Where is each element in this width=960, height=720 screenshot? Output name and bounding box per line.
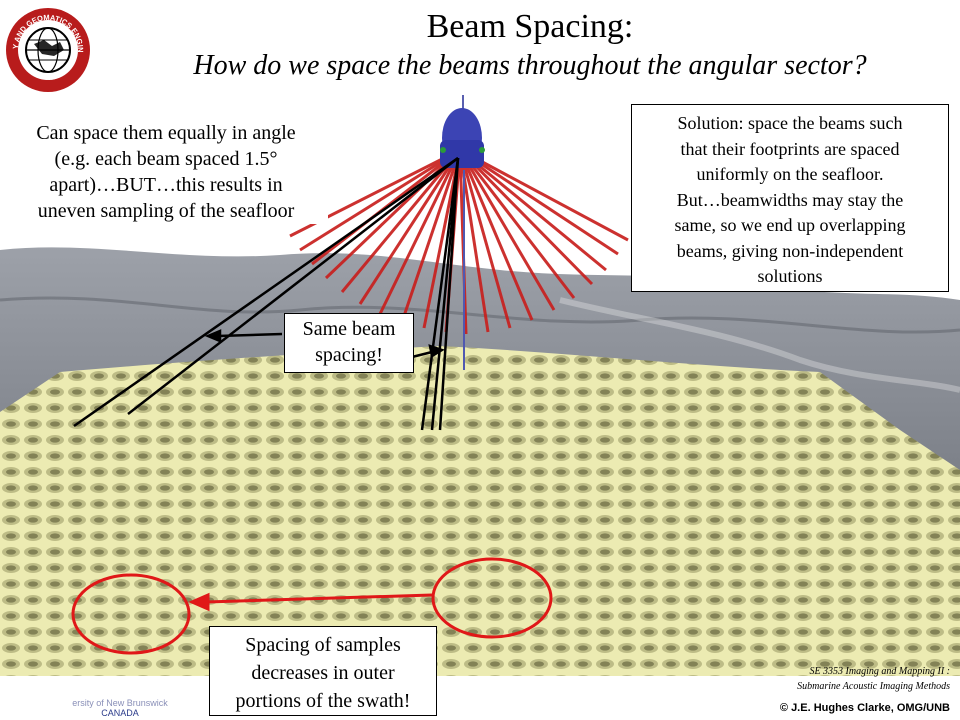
solution-line: solutions	[757, 266, 823, 286]
solution-line: beams, giving non-independent	[676, 240, 904, 261]
note-line: apart)…BUT…this results in	[49, 174, 283, 196]
solution-line: But…beamwidths may stay the	[676, 189, 904, 210]
logo-ring-bottom: UNB	[39, 72, 57, 82]
slide-subtitle: How do we space the beams throughout the…	[193, 50, 867, 81]
sample-spacing-line: portions of the swath!	[235, 690, 411, 712]
svg-text:UNB: UNB	[39, 72, 57, 82]
beam-ray-lines	[73, 156, 460, 431]
course-line: Submarine Acoustic Imaging Methods	[797, 681, 950, 692]
solution-line: uniformly on the seafloor.	[696, 164, 884, 184]
course-line: SE 3353 Imaging and Mapping II :	[809, 666, 950, 677]
seafloor-swath	[0, 346, 960, 676]
spacing-comparison-arrow	[188, 592, 433, 612]
same-beam-line: spacing!	[315, 344, 383, 366]
university-caption: ersity of New Brunswick CANADA	[60, 698, 180, 718]
equal-angle-note: Can space them equally in angle (e.g. ea…	[4, 120, 328, 224]
note-line: Can space them equally in angle	[36, 122, 296, 144]
sonar-transducer-icon	[440, 95, 485, 370]
solution-line: that their footprints are spaced	[680, 138, 900, 159]
solution-box: Solution: space the beams such that thei…	[631, 104, 949, 292]
terrain-ridge	[559, 297, 960, 393]
same-beam-line: Same beam	[302, 318, 396, 340]
university-country: CANADA	[101, 708, 139, 718]
inner-swath-ellipse	[431, 557, 553, 639]
sample-spacing-line: decreases in outer	[251, 662, 395, 684]
sample-spacing-box: Spacing of samples decreases in outer po…	[209, 626, 437, 716]
slide-title: Beam Spacing:	[426, 8, 634, 45]
sample-spacing-line: Spacing of samples	[245, 634, 401, 656]
note-line: uneven sampling of the seafloor	[37, 200, 295, 222]
course-credit: SE 3353 Imaging and Mapping II : Submari…	[710, 664, 950, 694]
solution-line: same, so we end up overlapping	[674, 215, 906, 235]
globe-seal-icon: GEODESY AND GEOMATICS ENGINEERING UNB	[4, 6, 90, 92]
university-name: ersity of New Brunswick	[72, 698, 168, 708]
terrain-ridge	[0, 296, 960, 334]
same-beam-spacing-box: Same beam spacing!	[284, 313, 414, 373]
solution-line: Solution: space the beams such	[677, 113, 903, 133]
note-line: (e.g. each beam spaced 1.5°	[54, 148, 278, 170]
outer-swath-ellipse	[71, 573, 191, 655]
copyright: © J.E. Hughes Clarke, OMG/UNB	[779, 702, 950, 714]
